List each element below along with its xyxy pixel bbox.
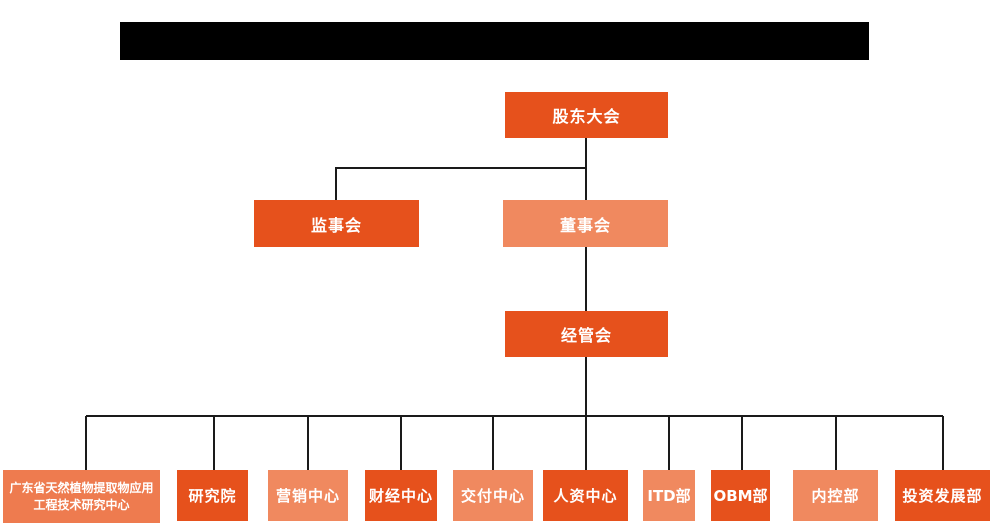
- node-obm-department: OBM部: [711, 470, 770, 521]
- node-internal-control-department: 内控部: [793, 470, 878, 521]
- redacted-title-bar: [120, 22, 869, 60]
- node-research-institute: 研究院: [177, 470, 248, 521]
- node-itd-department: ITD部: [643, 470, 695, 521]
- node-marketing-center: 营销中心: [268, 470, 348, 521]
- node-finance-center: 财经中心: [365, 470, 437, 521]
- node-board-of-directors: 董事会: [503, 200, 668, 247]
- node-supervisory-board: 监事会: [254, 200, 419, 247]
- node-guangdong-plant-extract-research-center: 广东省天然植物提取物应用工程技术研究中心: [3, 470, 160, 523]
- node-hr-center: 人资中心: [543, 470, 628, 521]
- node-delivery-center: 交付中心: [453, 470, 533, 521]
- node-investment-development-department: 投资发展部: [895, 470, 990, 521]
- node-management-committee: 经管会: [505, 311, 668, 357]
- node-shareholders-meeting: 股东大会: [505, 92, 668, 138]
